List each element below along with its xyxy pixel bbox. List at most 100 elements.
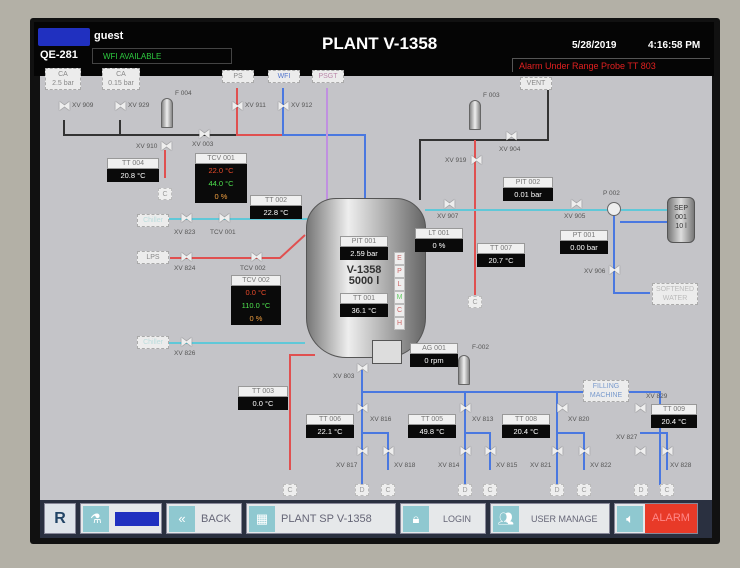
company-logo	[38, 28, 90, 46]
valve-icon[interactable]: ⧓	[578, 443, 591, 458]
valve-icon[interactable]: ⧓	[505, 128, 518, 143]
source-ps[interactable]: PS	[222, 70, 254, 83]
source-psgt[interactable]: PSGT	[312, 70, 344, 83]
user-manage-button[interactable]: 👥︎USER MANAGE	[490, 503, 610, 534]
valve-icon[interactable]: ⧓	[608, 262, 621, 277]
pump-label: P 002	[603, 190, 620, 197]
source-ca-2-5[interactable]: CA 2.5 bar	[45, 68, 81, 90]
valve-label: XV 803	[333, 373, 355, 380]
valve-label: XV 910	[136, 143, 158, 150]
filter-f002[interactable]	[458, 355, 470, 385]
terminal-d: D	[634, 484, 648, 496]
valve-label: XV 906	[584, 268, 606, 275]
valve-icon[interactable]: ⧓	[459, 443, 472, 458]
steam-pipe	[289, 354, 315, 470]
indicator-l: L	[394, 278, 405, 291]
filter-f004[interactable]	[161, 98, 173, 128]
terminal-c: C	[660, 484, 674, 496]
valve-label: XV 826	[174, 350, 196, 357]
agitator-motor-icon[interactable]	[372, 340, 402, 364]
pump-icon[interactable]	[607, 202, 621, 216]
tank-v1358[interactable]	[306, 198, 426, 358]
terminal-c: C	[158, 188, 172, 200]
valve-icon[interactable]: ⧓	[484, 443, 497, 458]
valve-label: XV 823	[174, 229, 196, 236]
valve-icon[interactable]: ⧓	[277, 98, 290, 113]
valve-icon[interactable]: ⧓	[356, 443, 369, 458]
source-vent[interactable]: VENT	[520, 77, 552, 90]
plant-sp-button[interactable]: ▦PLANT SP V-1358	[246, 503, 396, 534]
air-pipe	[63, 120, 300, 136]
valve-icon[interactable]: ⧓	[570, 196, 583, 211]
valve-label: XV 003	[192, 141, 214, 148]
valve-icon[interactable]: ⧓	[356, 400, 369, 415]
login-label: LOGIN	[443, 513, 472, 524]
valve-icon[interactable]: ⧓	[551, 443, 564, 458]
tag-setpoint: 0.0 °C	[231, 286, 281, 299]
back-arrow-icon: «	[169, 505, 195, 532]
tag-label: PT 001	[560, 230, 608, 241]
valve-label: XV 905	[564, 213, 586, 220]
source-lps[interactable]: LPS	[137, 251, 169, 264]
filter-f003[interactable]	[469, 100, 481, 130]
valve-icon[interactable]: ⧓	[180, 249, 193, 264]
valve-label: XV 911	[245, 102, 266, 109]
alarm-button[interactable]: 🔈︎ALARM	[614, 503, 698, 534]
valve-icon[interactable]: ⧓	[556, 400, 569, 415]
valve-icon[interactable]: ⧓	[250, 249, 263, 264]
terminal-d: D	[550, 484, 564, 496]
source-chiller[interactable]: Chiller	[137, 336, 169, 349]
source-softened-water[interactable]: SOFTENED WATER	[652, 283, 698, 305]
tag-label: TT 005	[408, 414, 456, 425]
source-chiller[interactable]: Chiller	[137, 214, 169, 227]
valve-icon[interactable]: ⧓	[470, 152, 483, 167]
company-logo-button[interactable]: ⚗	[80, 503, 162, 534]
tag-value: 20.7 °C	[477, 254, 525, 267]
valve-icon[interactable]: ⧓	[634, 400, 647, 415]
valve-icon[interactable]: ⧓	[356, 360, 369, 375]
valve-icon[interactable]: ⧓	[218, 210, 231, 225]
wfi-pipe	[557, 432, 585, 470]
valve-icon[interactable]: ⧓	[160, 138, 173, 153]
valve-icon[interactable]: ⧓	[231, 98, 244, 113]
valve-icon[interactable]: ⧓	[180, 210, 193, 225]
valve-icon[interactable]: ⧓	[198, 126, 211, 141]
valve-icon[interactable]: ⧓	[58, 98, 71, 113]
valve-label: XV 919	[445, 157, 467, 164]
login-button[interactable]: 🔒︎LOGIN	[400, 503, 486, 534]
tag-value: 0.00 bar	[560, 241, 608, 254]
valve-icon[interactable]: ⧓	[443, 196, 456, 211]
valve-icon[interactable]: ⧓	[382, 443, 395, 458]
home-button[interactable]: R	[44, 503, 76, 534]
valve-icon[interactable]: ⧓	[634, 443, 647, 458]
source-wfi[interactable]: WFI	[268, 70, 300, 83]
filling-machine[interactable]: FILLING MACHINE	[583, 380, 629, 402]
back-button[interactable]: «BACK	[166, 503, 242, 534]
valve-icon[interactable]: ⧓	[180, 334, 193, 349]
source-ca-0-15[interactable]: CA 0.15 bar	[102, 68, 140, 90]
users-icon: 👥︎	[493, 505, 519, 532]
alarm-banner[interactable]: Alarm Under Range Probe TT 803	[512, 58, 710, 72]
valve-icon[interactable]: ⧓	[459, 400, 472, 415]
valve-icon[interactable]: ⧓	[114, 98, 127, 113]
valve-label: TCV 001	[210, 229, 236, 236]
tag-value: 0.01 bar	[503, 188, 553, 201]
valve-icon[interactable]: ⧓	[661, 443, 674, 458]
